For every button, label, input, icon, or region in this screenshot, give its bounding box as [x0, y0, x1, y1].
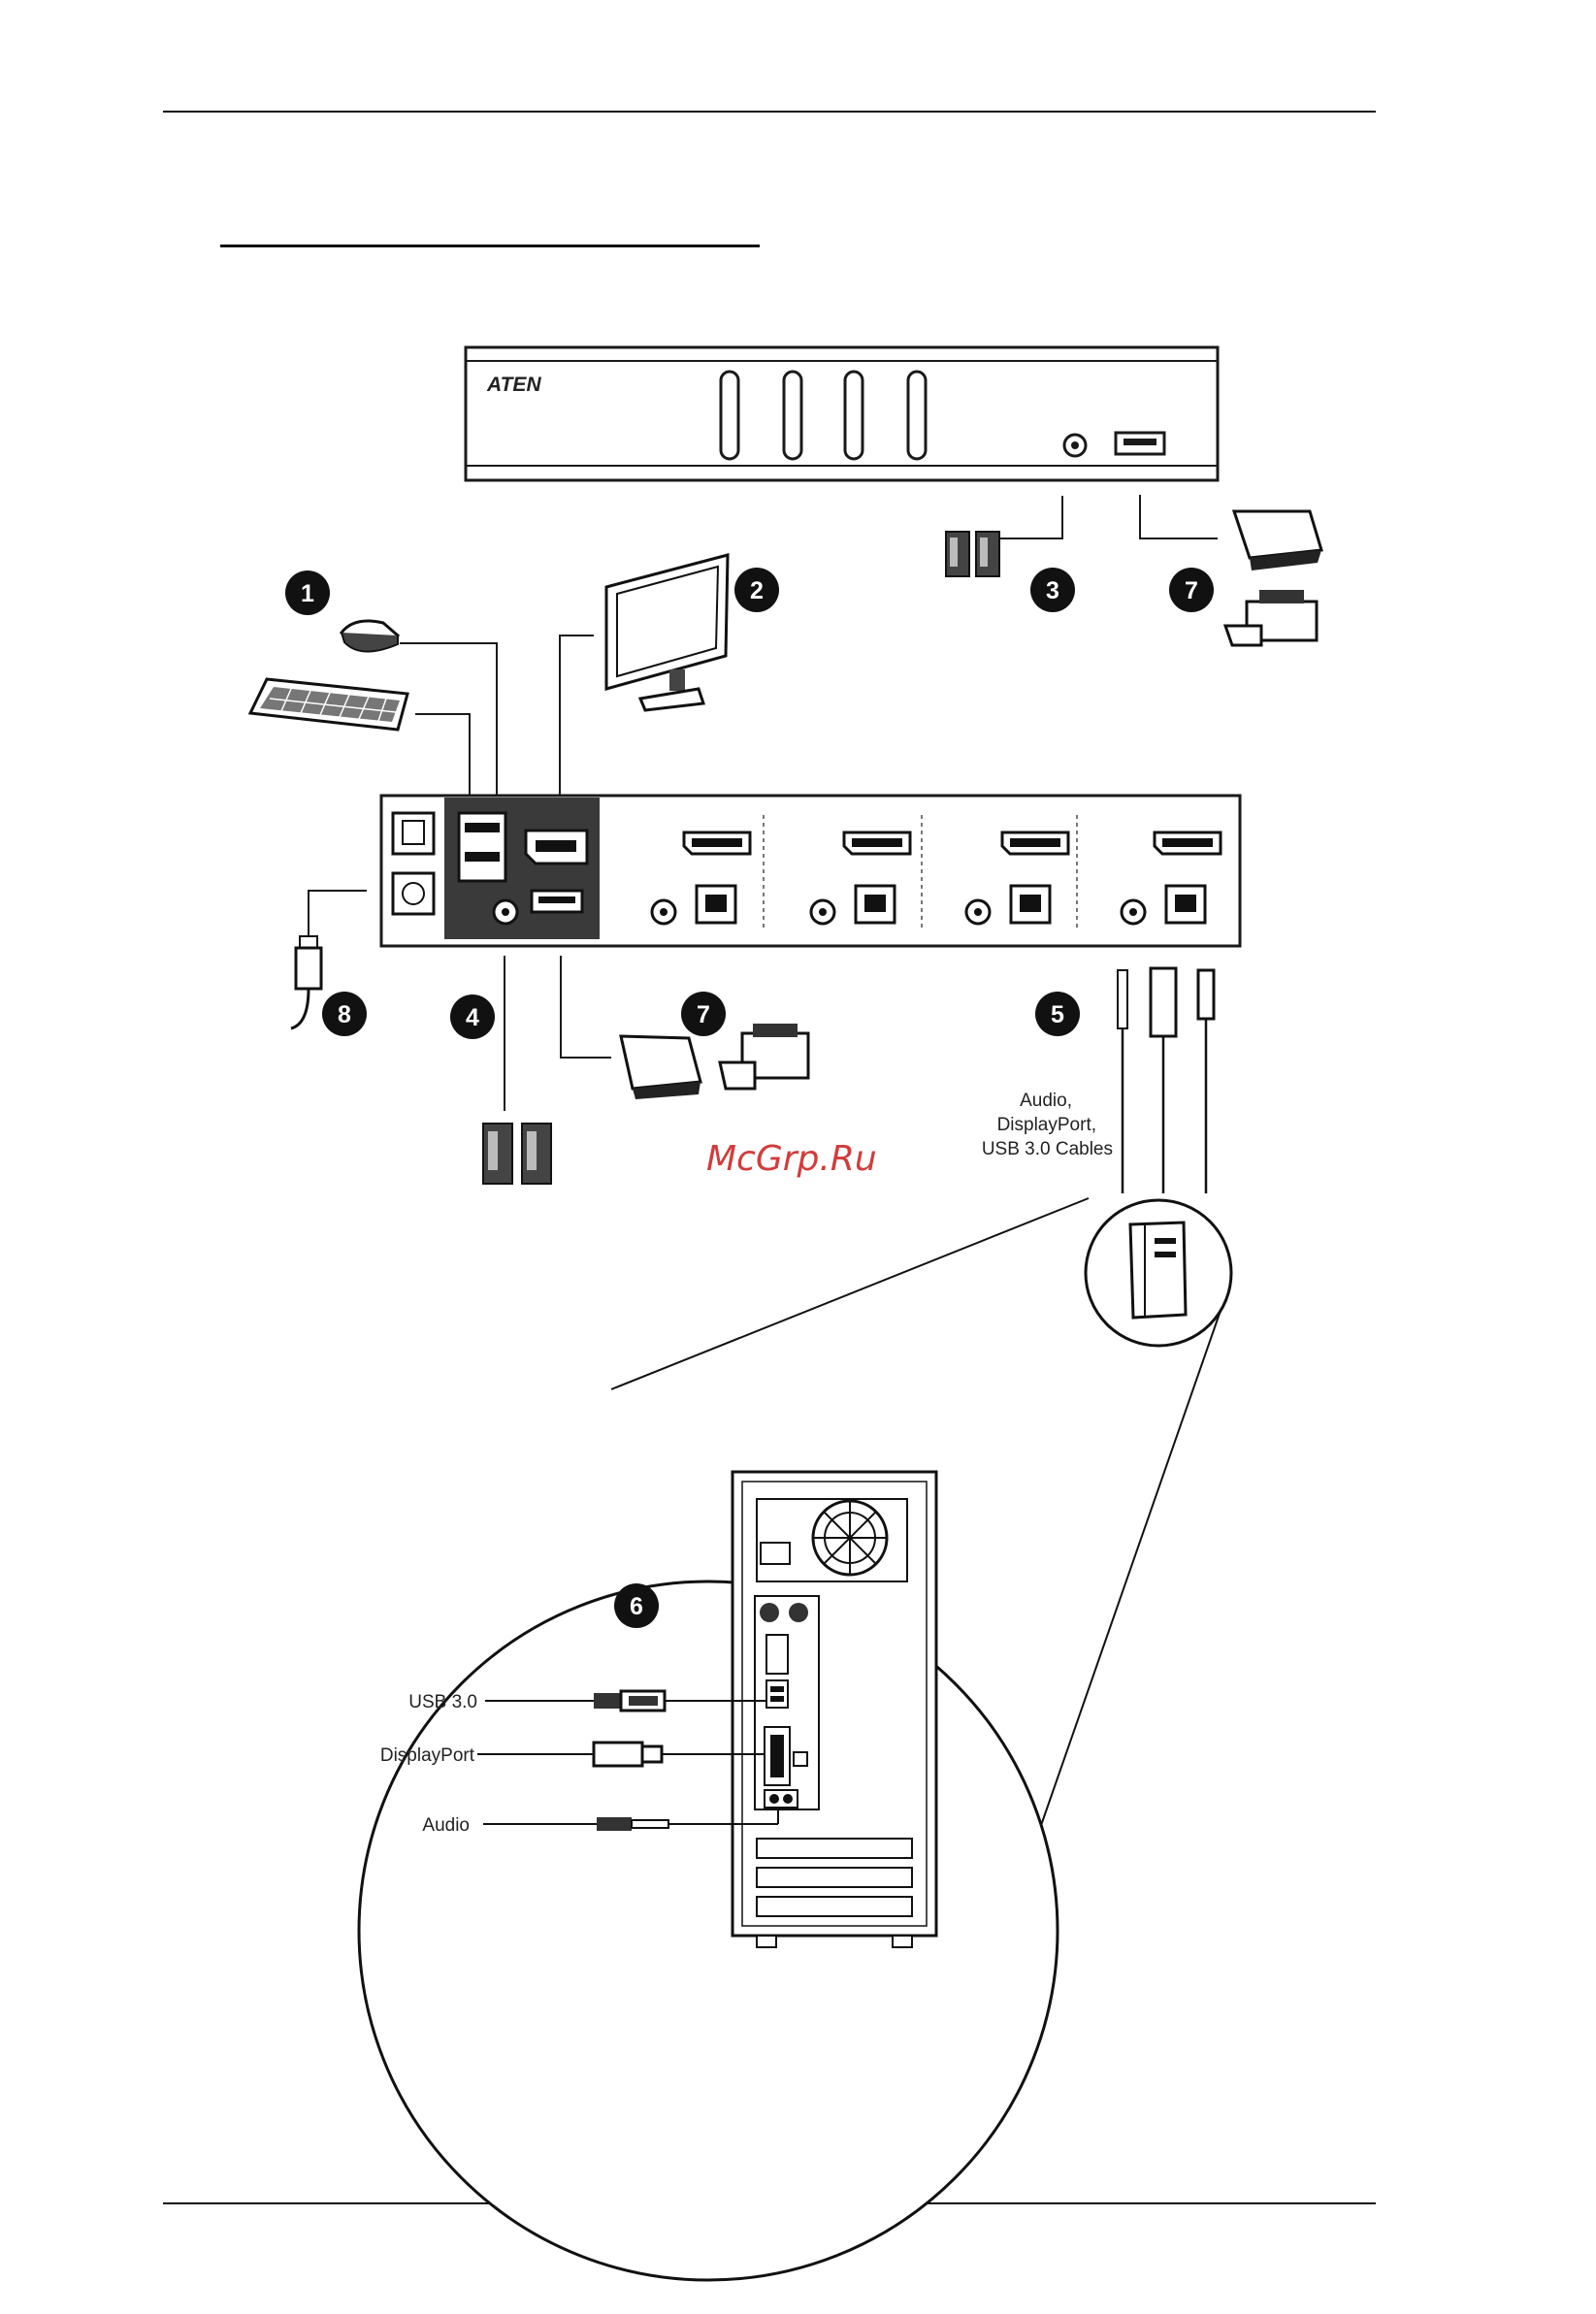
monitor-icon [606, 555, 728, 710]
svg-text:1: 1 [301, 580, 314, 607]
displayport-label: DisplayPort [380, 1745, 475, 1766]
callout-7-top: 7 [1169, 568, 1214, 612]
printer-icon [1225, 590, 1317, 645]
svg-text:Audio,: Audio, [1020, 1091, 1072, 1111]
callout-4: 4 [450, 994, 495, 1039]
kvm-front-panel: ATEN [466, 347, 1218, 480]
speakers-icon [946, 532, 999, 576]
watermark: McGrp.Ru [706, 1139, 877, 1179]
callout-5: 5 [1035, 992, 1080, 1036]
power-adapter-icon [291, 936, 321, 1028]
usb-storage-icon [1234, 511, 1321, 570]
svg-text:6: 6 [630, 1593, 643, 1620]
callout-6: 6 [614, 1583, 659, 1628]
callout-1: 1 [285, 570, 330, 615]
usb-storage-icon-2 [621, 1036, 700, 1099]
kvm-rear-panel [381, 796, 1240, 946]
svg-text:3: 3 [1046, 577, 1059, 604]
pc-rear-panel [733, 1472, 936, 1947]
audio-label: Audio [422, 1815, 470, 1836]
svg-text:5: 5 [1051, 1001, 1064, 1028]
svg-text:7: 7 [1185, 577, 1198, 604]
kvm-cables-icon [1118, 968, 1214, 1193]
mouse-icon [342, 621, 398, 652]
brand-logo: ATEN [486, 374, 541, 396]
callout-8: 8 [322, 992, 367, 1036]
callout-7-bottom: 7 [681, 992, 726, 1036]
keyboard-icon [250, 679, 407, 730]
svg-text:7: 7 [697, 1001, 710, 1028]
svg-text:8: 8 [338, 1001, 351, 1028]
callout-3: 3 [1030, 568, 1075, 612]
computer-thumbnail [1086, 1200, 1231, 1346]
svg-text:2: 2 [750, 577, 764, 604]
svg-text:4: 4 [466, 1004, 479, 1031]
printer-icon-2 [720, 1024, 808, 1089]
svg-text:USB 3.0 Cables: USB 3.0 Cables [982, 1139, 1113, 1159]
zoom-circle [359, 1581, 1058, 2280]
cables-label: Audio, DisplayPort, USB 3.0 Cables [982, 1091, 1113, 1159]
usb-label: USB 3.0 [408, 1692, 477, 1712]
svg-text:DisplayPort,: DisplayPort, [997, 1115, 1096, 1135]
callout-2: 2 [734, 568, 779, 612]
console-speakers-icon [483, 1124, 551, 1184]
